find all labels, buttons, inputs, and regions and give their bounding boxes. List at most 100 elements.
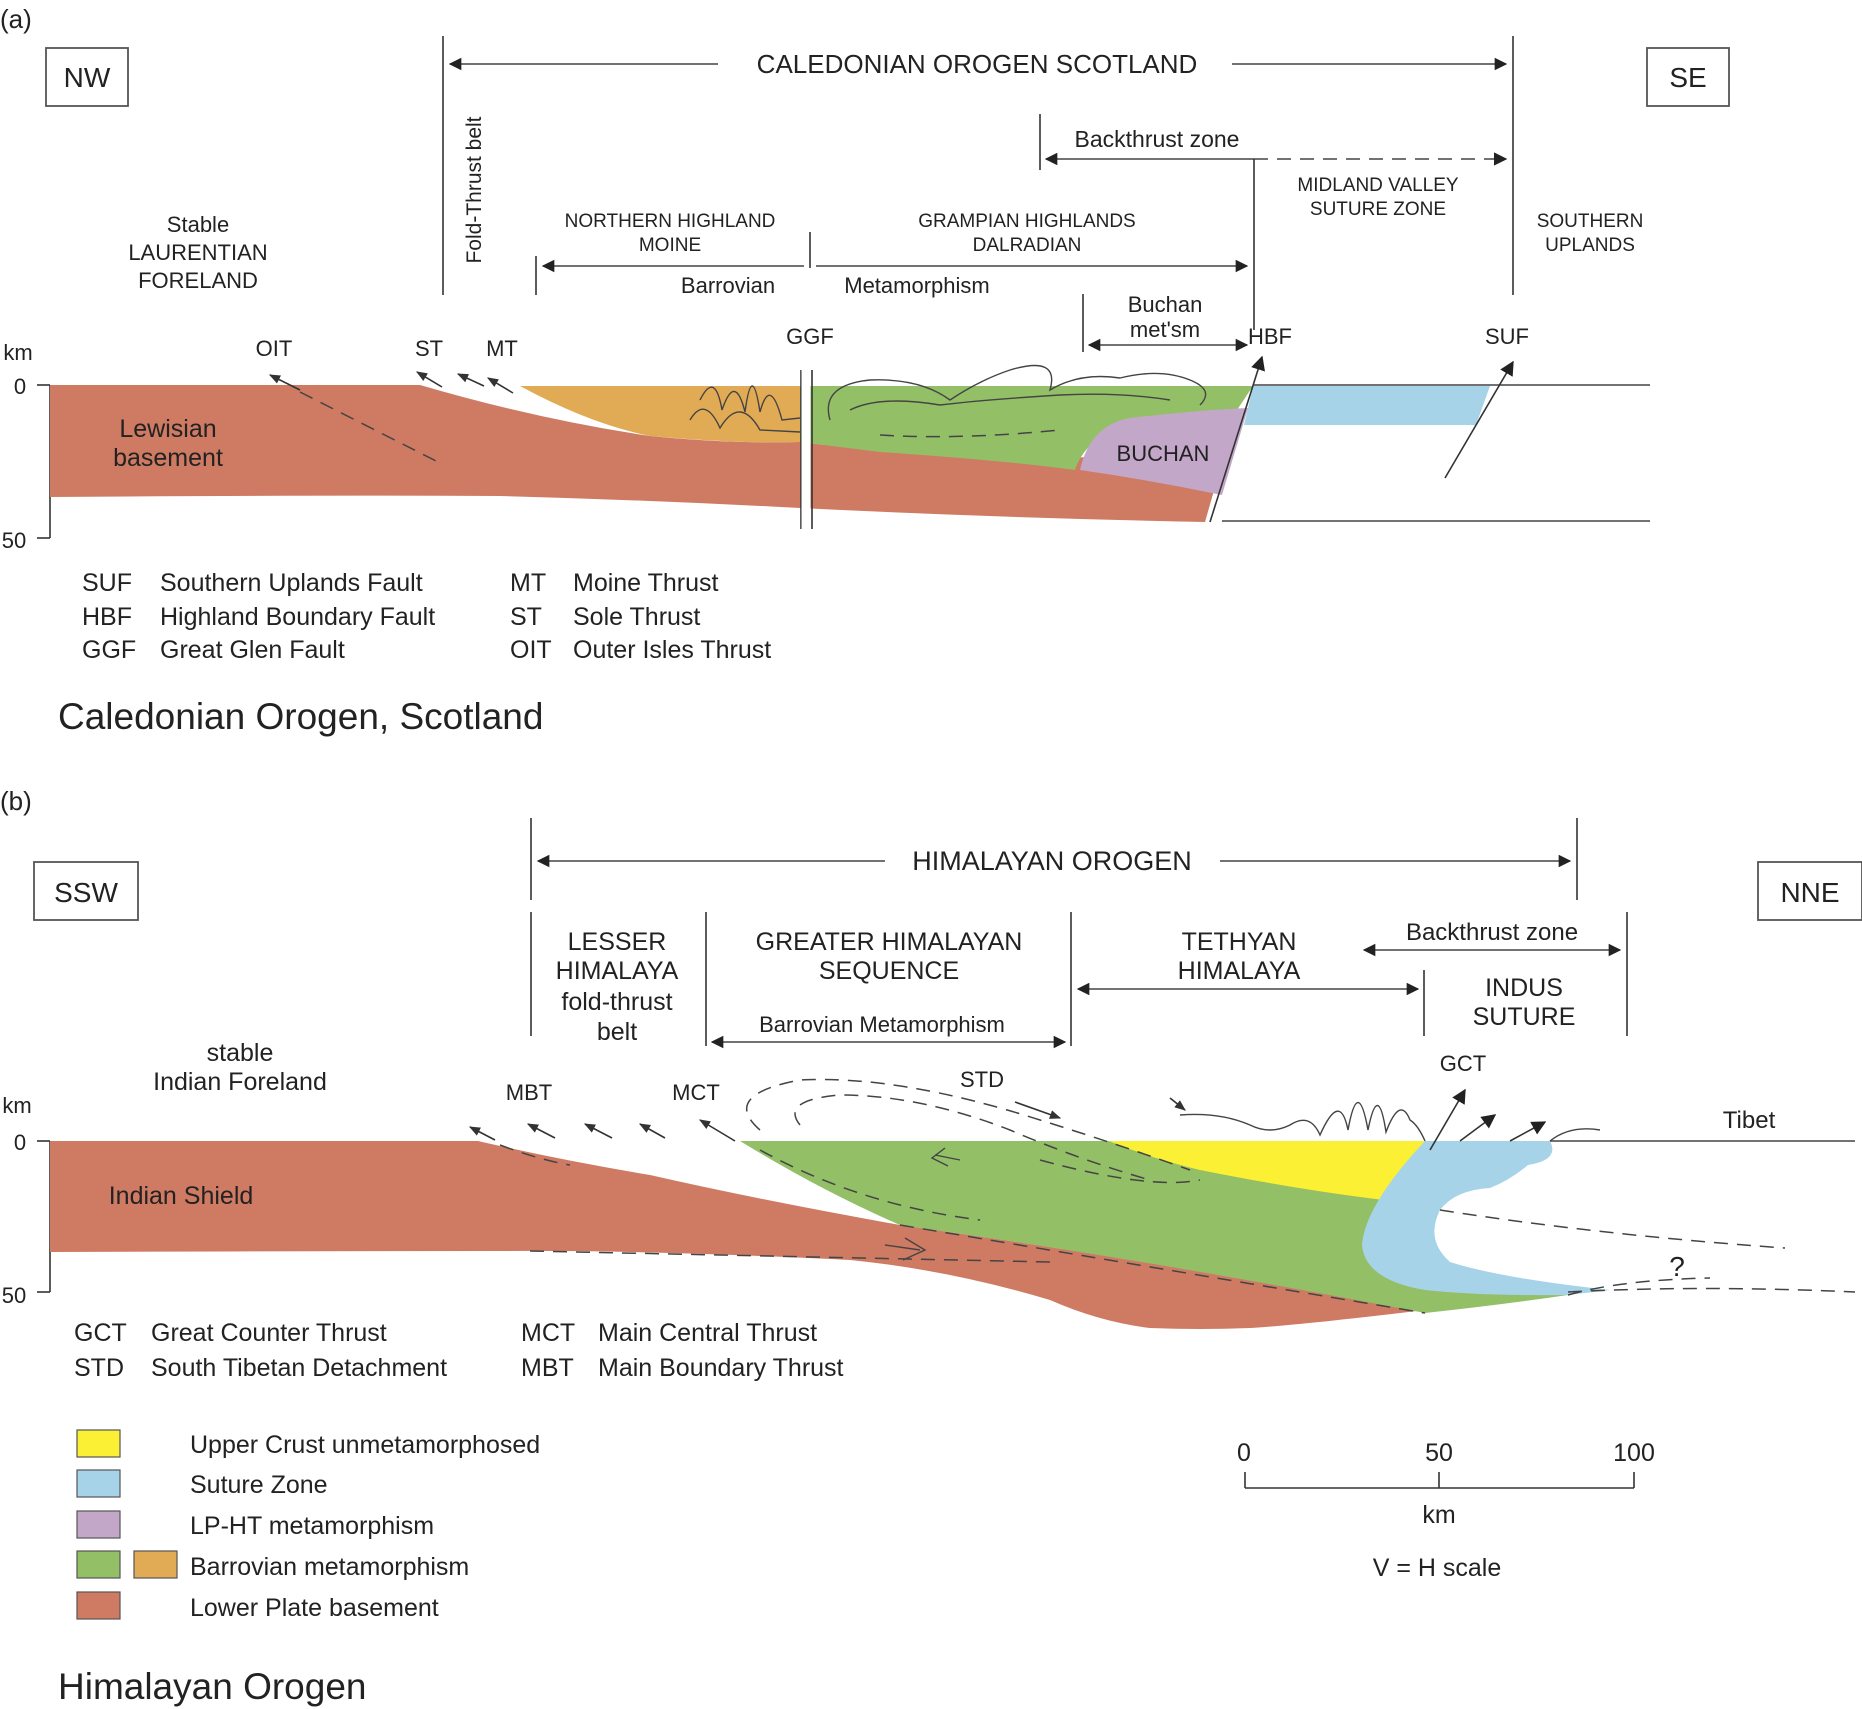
depth-0-a: 0 xyxy=(14,374,26,399)
unknown-marker: ? xyxy=(1669,1251,1685,1282)
scale-tick-label: 50 xyxy=(1425,1439,1453,1467)
direction-nne: NNE xyxy=(1780,877,1839,908)
barrovian-metamorphism-b: Barrovian Metamorphism xyxy=(759,1012,1005,1037)
lesser-himalaya-4: belt xyxy=(597,1018,637,1046)
metamorphism-label-a: Metamorphism xyxy=(844,273,989,298)
mt-label: MT xyxy=(486,336,518,361)
southern-uplands-2: UPLANDS xyxy=(1545,235,1635,256)
legend-name: South Tibetan Detachment xyxy=(151,1354,447,1382)
caledonian-orogen-title: CALEDONIAN OROGEN SCOTLAND xyxy=(757,49,1198,79)
buchan-unit-label: BUCHAN xyxy=(1117,441,1210,466)
legend-abbr: GCT xyxy=(74,1319,127,1347)
legend-name: Great Counter Thrust xyxy=(151,1319,387,1347)
buchan-met-2: met'sm xyxy=(1130,317,1200,342)
lesser-himalaya-3: fold-thrust xyxy=(561,988,672,1016)
upper-crust-unit xyxy=(1109,1141,1425,1200)
fold-thrust-belt-label: Fold-Thrust belt xyxy=(463,116,486,263)
backthrust-zone-b: Backthrust zone xyxy=(1406,919,1578,946)
caption-a: Caledonian Orogen, Scotland xyxy=(58,696,543,737)
scale-bar: 0 50 100 km V = H scale xyxy=(1237,1439,1655,1582)
legend-abbr: MT xyxy=(510,569,546,597)
moine-unit xyxy=(520,386,800,443)
direction-box-ssw: SSW xyxy=(33,861,139,921)
direction-box-se: SE xyxy=(1646,47,1730,107)
swatch-upper-crust xyxy=(76,1429,121,1458)
greater-himalayan-1: GREATER HIMALAYAN xyxy=(756,928,1023,956)
lewisian-label-1: Lewisian xyxy=(119,415,216,443)
direction-box-nw: NW xyxy=(45,47,129,107)
legend-label: Barrovian metamorphism xyxy=(190,1553,469,1581)
suf-label: SUF xyxy=(1485,324,1529,349)
gct-label: GCT xyxy=(1440,1051,1486,1076)
legend-abbr: MCT xyxy=(521,1319,575,1347)
backthrust-zone-a: Backthrust zone xyxy=(1075,126,1240,152)
lewisian-basement xyxy=(50,385,1237,522)
legend-abbr: GGF xyxy=(82,636,136,664)
dalradian-unit xyxy=(800,386,1253,470)
midland-valley-unit xyxy=(1244,386,1490,425)
legend-abbr: OIT xyxy=(510,636,552,664)
panel-a: (a) NW SE CALEDONIAN OROGEN SCOTLAND Bac… xyxy=(0,4,1730,737)
st-label: ST xyxy=(415,336,443,361)
caption-b: Himalayan Orogen xyxy=(58,1666,366,1707)
tethyan-himalaya-2: HIMALAYA xyxy=(1178,957,1301,985)
panel-a-label: (a) xyxy=(0,4,32,34)
scale-unit: km xyxy=(1422,1501,1455,1529)
depth-50-a: 50 xyxy=(2,528,26,553)
legend-name: Outer Isles Thrust xyxy=(573,636,771,664)
swatch-barrovian-green xyxy=(76,1550,121,1579)
mct-label: MCT xyxy=(672,1080,720,1105)
indian-shield xyxy=(50,1141,1425,1329)
lesser-himalaya-2: HIMALAYA xyxy=(556,957,679,985)
foreland-b-2: Indian Foreland xyxy=(153,1068,327,1096)
swatch-lp-ht xyxy=(76,1510,121,1539)
legend-label: Upper Crust unmetamorphosed xyxy=(190,1431,540,1459)
suture-zone-label: SUTURE ZONE xyxy=(1310,199,1446,220)
fault-legend-b: GCT Great Counter Thrust STD South Tibet… xyxy=(74,1319,844,1382)
legend-name: Great Glen Fault xyxy=(160,636,345,664)
lesser-himalaya-1: LESSER xyxy=(568,928,667,956)
tethyan-himalaya-1: TETHYAN xyxy=(1182,928,1297,956)
legend-name: Southern Uplands Fault xyxy=(160,569,423,597)
panel-b-label: (b) xyxy=(0,786,32,816)
moine-label: MOINE xyxy=(639,235,701,256)
southern-uplands-1: SOUTHERN xyxy=(1537,211,1644,232)
swatch-suture xyxy=(76,1469,121,1498)
foreland-a-2: LAURENTIAN xyxy=(128,240,267,265)
greater-himalayan-unit xyxy=(740,1141,1568,1313)
legend-name: Moine Thrust xyxy=(573,569,718,597)
direction-ssw: SSW xyxy=(54,877,118,908)
grampian-highlands-label: GRAMPIAN HIGHLANDS xyxy=(918,211,1135,232)
legend-label: LP-HT metamorphism xyxy=(190,1512,434,1540)
depth-0-b: 0 xyxy=(14,1130,26,1155)
scale-tick-label: 0 xyxy=(1237,1439,1251,1467)
oit-label: OIT xyxy=(256,336,293,361)
hbf-label: HBF xyxy=(1248,324,1292,349)
northern-highland-label: NORTHERN HIGHLAND xyxy=(565,211,776,232)
direction-box-nne: NNE xyxy=(1757,861,1862,921)
legend-abbr: HBF xyxy=(82,603,132,631)
depth-50-b: 50 xyxy=(2,1283,26,1308)
legend-abbr: MBT xyxy=(521,1354,574,1382)
indus-suture-2: SUTURE xyxy=(1473,1003,1576,1031)
ggf-label: GGF xyxy=(786,324,834,349)
mbt-label: MBT xyxy=(506,1080,552,1105)
foreland-a-3: FORELAND xyxy=(138,268,258,293)
lewisian-label-2: basement xyxy=(113,444,223,472)
legend-name: Sole Thrust xyxy=(573,603,700,631)
swatch-barrovian-orange xyxy=(133,1550,178,1579)
greater-himalayan-2: SEQUENCE xyxy=(819,957,959,985)
direction-nw: NW xyxy=(64,62,111,93)
km-label-a: km xyxy=(3,340,32,365)
color-legend: Upper Crust unmetamorphosed Suture Zone … xyxy=(76,1429,540,1622)
dalradian-label: DALRADIAN xyxy=(973,235,1082,256)
legend-abbr: STD xyxy=(74,1354,124,1382)
swatch-basement xyxy=(76,1591,121,1620)
midland-valley-label: MIDLAND VALLEY xyxy=(1297,175,1459,196)
std-label: STD xyxy=(960,1067,1004,1092)
legend-abbr: ST xyxy=(510,603,542,631)
indus-suture-unit xyxy=(1362,1141,1610,1296)
legend-label: Suture Zone xyxy=(190,1471,328,1499)
himalayan-orogen-title: HIMALAYAN OROGEN xyxy=(912,846,1192,876)
